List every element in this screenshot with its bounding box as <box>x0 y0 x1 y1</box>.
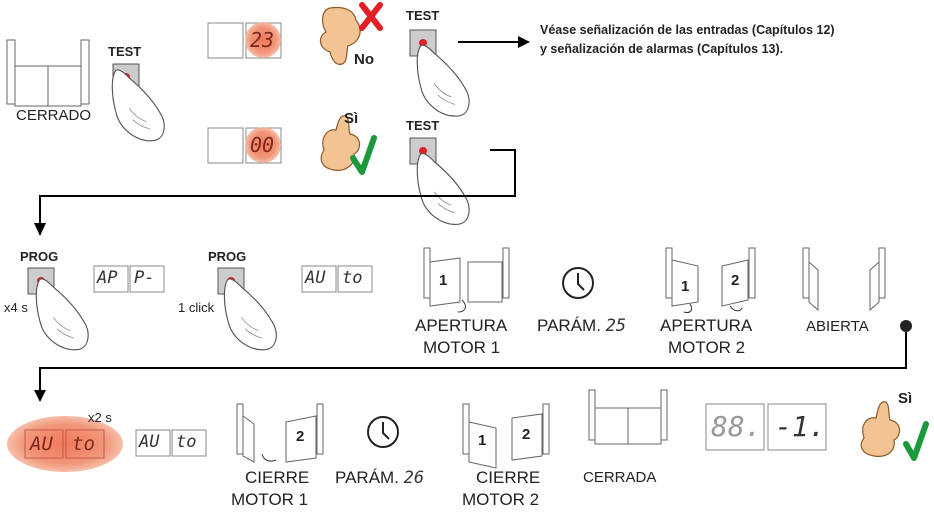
display-ap-left: AP <box>97 268 118 288</box>
param-prefix: PARÁM. <box>537 316 601 335</box>
close-motor2-number: 2 <box>296 428 305 445</box>
test-label-2: TEST <box>406 8 440 23</box>
cross-icon <box>359 2 383 31</box>
glow-auto-left: AU <box>30 433 53 455</box>
one-click-label: 1 click <box>178 300 215 315</box>
display-auto-right: to <box>342 268 363 288</box>
param-prefix-3: PARÁM. <box>335 468 399 487</box>
open-state-label: ABIERTA <box>806 318 869 335</box>
display-auto-left-3: AU <box>139 432 160 452</box>
display-ap-right: P- <box>134 268 155 288</box>
check-icon <box>350 135 377 175</box>
final-display-right: -1. <box>775 410 826 443</box>
prog-label-2: PROG <box>208 249 247 264</box>
param-open-value: 25 <box>605 316 627 336</box>
close-motor1-number: 1 <box>478 432 487 449</box>
test-button-icon <box>409 29 470 117</box>
close-motor2-line2: MOTOR 2 <box>462 490 540 509</box>
hold-2s-label: x2 s <box>88 410 112 425</box>
note-line-1: Véase señalización de las entradas (Capí… <box>540 23 835 37</box>
final-display-left: 88. <box>711 410 762 443</box>
flow-connector <box>39 149 516 225</box>
thumbs-up-icon <box>860 401 901 457</box>
note-line-2: y señalización de alarmas (Capítulos 13)… <box>540 42 784 56</box>
display-ok <box>207 127 282 164</box>
display-auto-left: AU <box>305 268 326 288</box>
closed-state-label: CERRADA <box>583 469 657 486</box>
close-motor1-line1: CIERRE <box>245 468 310 487</box>
yes-label-final: Sì <box>898 390 913 407</box>
motor1-number-b: 1 <box>681 278 690 295</box>
close-motor2-line1: CIERRE <box>476 468 541 487</box>
gate-motor2-opening-icon <box>665 247 756 313</box>
motor2-number: 2 <box>731 272 740 289</box>
open-motor2-line2: MOTOR 2 <box>668 338 746 357</box>
prog-button-icon <box>217 267 277 351</box>
thumbs-up-icon <box>320 115 361 171</box>
param-close-value: 26 <box>403 468 425 488</box>
hold-4s-label: x4 s <box>4 300 28 315</box>
test-button-icon <box>409 137 470 225</box>
clock-icon <box>562 267 594 299</box>
open-motor2-line1: APERTURA <box>660 316 753 335</box>
check-icon <box>903 421 929 461</box>
gate-motor2-closing-icon <box>462 403 550 469</box>
thumbs-down-icon <box>319 6 361 65</box>
gate-closed-icon <box>6 39 90 107</box>
test-label: TEST <box>108 44 142 59</box>
test-label-3: TEST <box>406 118 440 133</box>
prog-button-icon <box>27 267 89 351</box>
prog-label: PROG <box>20 249 59 264</box>
yes-label: Sì <box>344 110 359 127</box>
close-motor1-line2: MOTOR 1 <box>231 490 309 509</box>
open-motor1-line1: APERTURA <box>415 316 508 335</box>
gate-closed-icon <box>588 389 668 445</box>
param-open: PARÁM. 25 <box>537 316 626 336</box>
test-button-icon <box>111 63 165 142</box>
open-motor1-line2: MOTOR 1 <box>423 338 501 357</box>
no-label: No <box>354 51 374 68</box>
motor1-number: 1 <box>439 272 448 289</box>
display-ok-value: 00 <box>250 133 275 157</box>
arrow-icon <box>458 36 530 48</box>
gate-motor1-closing-icon <box>236 403 324 463</box>
closed-label: CERRADO <box>16 107 92 124</box>
display-auto-right-3: to <box>176 432 197 452</box>
gate-open-icon <box>802 247 886 312</box>
display-fail <box>207 22 282 59</box>
close-motor2-number-b: 2 <box>522 426 531 443</box>
gate-motor1-opening-icon <box>423 247 510 313</box>
display-fail-value: 23 <box>250 28 275 52</box>
clock-icon <box>367 416 399 448</box>
glow-auto-right: to <box>72 433 95 455</box>
param-close: PARÁM. 26 <box>335 468 424 488</box>
